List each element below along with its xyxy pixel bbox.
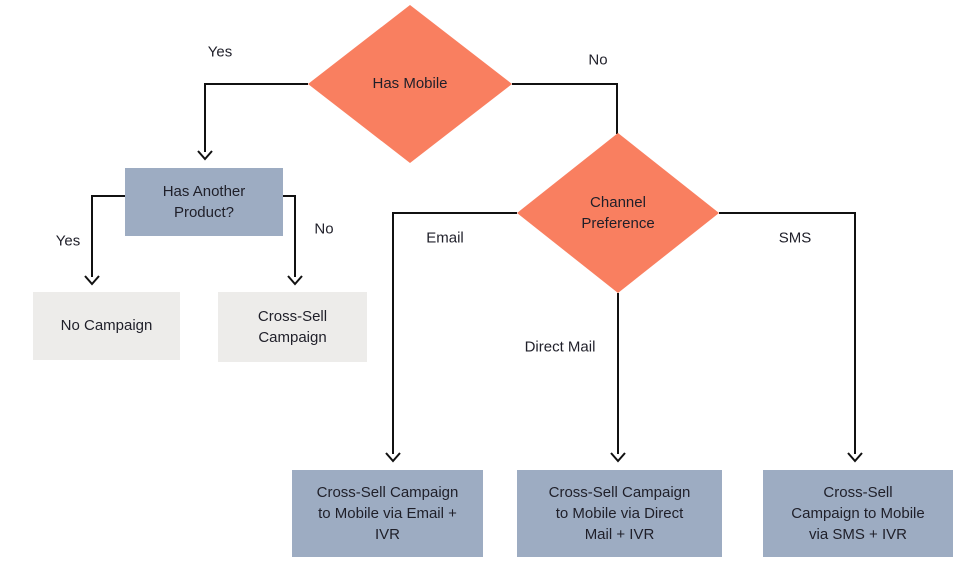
decision-diamond-has-mobile: [308, 5, 512, 163]
arrowhead-to-cross-sell: [287, 275, 303, 286]
arrowhead-to-outcome-sms: [847, 452, 863, 463]
connector-channel-email: [392, 212, 517, 454]
decision-channel-preference: Channel Preference: [517, 133, 719, 293]
connector-has-mobile-yes: [204, 83, 308, 152]
node-outcome-email-label: Cross-Sell Campaign to Mobile via Email …: [316, 483, 459, 544]
node-no-campaign-label: No Campaign: [60, 317, 153, 335]
arrowhead-to-has-another: [197, 150, 213, 161]
node-cross-sell-campaign-label: Cross-Sell Campaign: [257, 307, 328, 346]
arrowhead-to-no-campaign: [84, 275, 100, 286]
decision-channel-preference-label: Channel Preference: [581, 193, 655, 232]
arrowhead-to-outcome-email: [385, 452, 401, 463]
node-outcome-sms: Cross-Sell Campaign to Mobile via SMS + …: [763, 470, 953, 557]
node-cross-sell-campaign: Cross-Sell Campaign: [218, 292, 367, 362]
node-no-campaign: No Campaign: [33, 292, 180, 360]
node-outcome-direct-mail-label: Cross-Sell Campaign to Mobile via Direct…: [548, 483, 691, 544]
edge-label-has-another-yes: Yes: [55, 232, 81, 250]
edge-label-channel-direct-mail: Direct Mail: [524, 338, 596, 356]
connector-has-another-yes: [91, 195, 125, 277]
edge-label-has-mobile-yes: Yes: [207, 43, 233, 61]
edge-label-channel-email: Email: [426, 229, 464, 247]
node-has-another-product-label: Has Another Product?: [162, 182, 246, 221]
connector-has-mobile-no: [512, 83, 618, 134]
decision-has-mobile: Has Mobile: [308, 5, 512, 163]
node-outcome-email: Cross-Sell Campaign to Mobile via Email …: [292, 470, 483, 557]
decision-diamond-channel-preference: [517, 133, 719, 293]
edge-label-has-mobile-no: No: [588, 51, 608, 69]
connector-channel-sms: [719, 212, 856, 454]
decision-has-mobile-label: Has Mobile: [372, 75, 448, 93]
connector-has-another-no: [283, 195, 296, 277]
arrowhead-to-outcome-direct-mail: [610, 452, 626, 463]
node-has-another-product: Has Another Product?: [125, 168, 283, 236]
node-outcome-direct-mail: Cross-Sell Campaign to Mobile via Direct…: [517, 470, 722, 557]
node-outcome-sms-label: Cross-Sell Campaign to Mobile via SMS + …: [791, 483, 925, 544]
edge-label-has-another-no: No: [314, 220, 334, 238]
edge-label-channel-sms: SMS: [778, 229, 812, 247]
